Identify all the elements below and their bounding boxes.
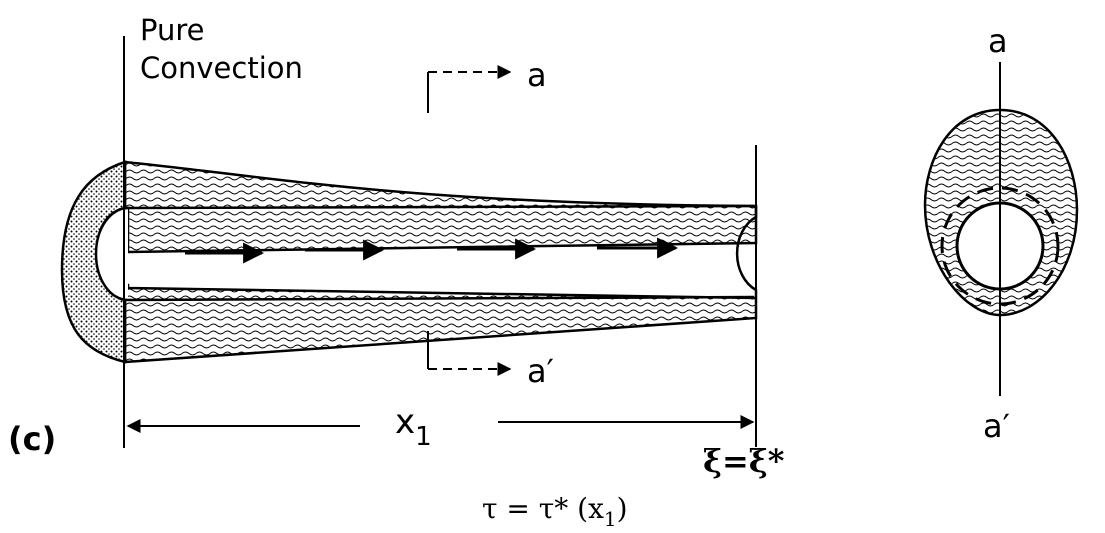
panel-label: (c) <box>8 420 56 458</box>
length-label-main: x <box>395 402 415 442</box>
tube-panel: a a′ Pure Convection x1 (c) ξ=ξ* τ = τ* … <box>8 13 785 531</box>
length-label: x1 <box>395 402 432 452</box>
cross-section-top-label: a <box>988 22 1008 60</box>
region-label-line1: Pure <box>140 13 205 47</box>
time-label-rhs: ) <box>617 492 628 525</box>
length-dimension: x1 <box>128 402 753 452</box>
length-label-sub: 1 <box>415 422 432 452</box>
time-label: τ = τ* (x1) <box>482 492 628 531</box>
section-marker-top: a <box>428 56 547 113</box>
cross-section-bottom-label: a′ <box>983 407 1010 445</box>
time-label-sub: 1 <box>604 507 617 531</box>
cross-section-panel: a a′ <box>925 22 1077 445</box>
time-label-lhs: τ = τ* (x <box>482 492 604 525</box>
section-top-label: a <box>527 56 547 94</box>
front-label: ξ=ξ* <box>703 442 785 480</box>
region-label-line2: Convection <box>140 51 303 85</box>
section-bottom-label: a′ <box>527 352 554 390</box>
